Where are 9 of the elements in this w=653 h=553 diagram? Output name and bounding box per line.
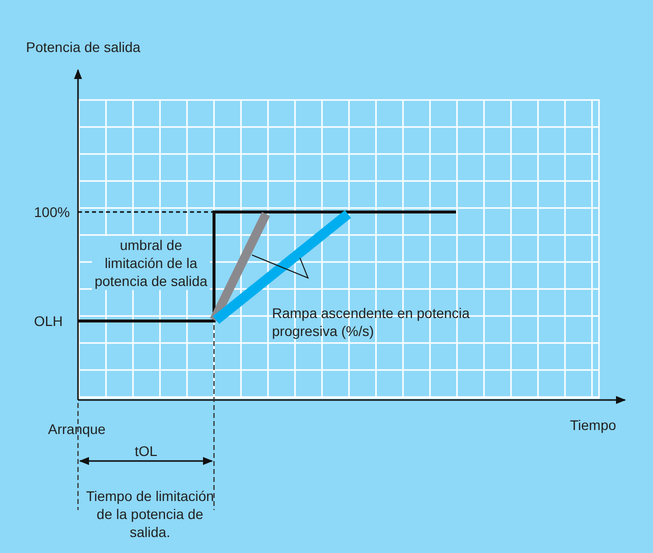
tick-label: 100% xyxy=(34,203,71,221)
annotation-text: umbral de limitación de la potencia de salida xyxy=(92,236,210,290)
axis-title: Tiempo xyxy=(570,416,618,434)
axis-label: Arranque xyxy=(48,420,107,438)
tick-label: OLH xyxy=(34,312,64,330)
axis-title: Potencia de salida xyxy=(26,38,142,56)
annotation-text: Tiempo de limitación de la potencia de salida. xyxy=(85,487,215,541)
dimension-label: tOL xyxy=(134,442,158,460)
annotation-text: Rampa ascendente en potencia progresiva (%/s) xyxy=(272,304,471,340)
